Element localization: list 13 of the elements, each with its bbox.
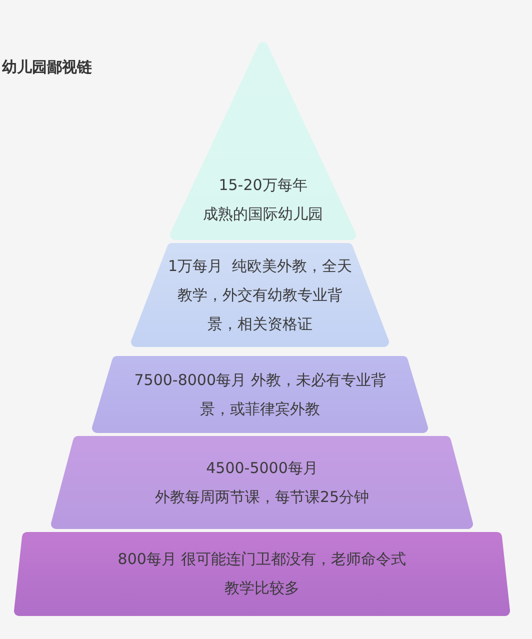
pyramid-level — [131, 243, 389, 347]
level-text: 1万每月 纯欧美外教，全天教学，外交有幼教专业背景，相关资格证 — [166, 256, 354, 334]
pyramid-level — [170, 42, 356, 240]
level-text: 800每月 很可能连门卫都没有，老师命令式教学比较多 — [116, 549, 408, 599]
title: 幼儿园鄙视链 — [2, 58, 92, 77]
pyramid-level — [92, 356, 428, 433]
level-text: 成熟的国际幼儿园 — [203, 204, 323, 225]
level-text: 4500-5000每月 — [206, 458, 318, 478]
level-text: 外教每周两节课，每节课25分钟 — [154, 486, 370, 508]
level-text: 7500-8000每月 外教，未必有专业背景，或菲律宾外教 — [133, 370, 387, 420]
pyramid-level — [14, 532, 510, 616]
pyramid-level — [51, 436, 473, 529]
level-text: 15-20万每年 — [218, 175, 308, 196]
